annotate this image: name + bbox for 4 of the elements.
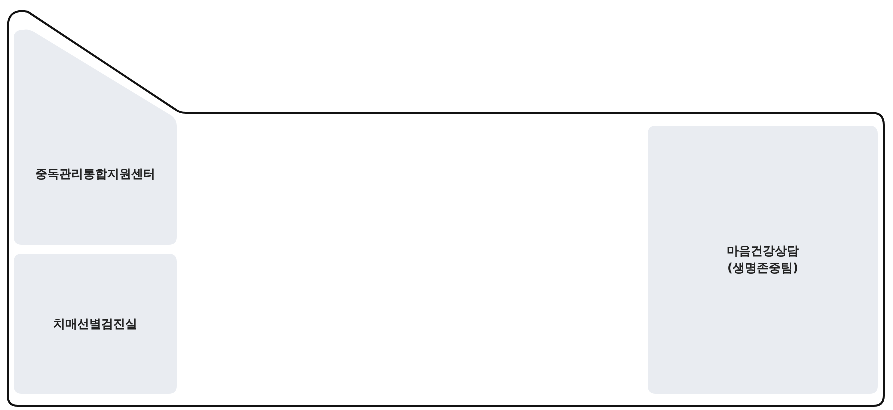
room-label: 중독관리통합지원센터: [36, 166, 156, 183]
room-label: 마음건강상담 (생명존중팀): [726, 243, 800, 277]
room-label: 치매선별검진실: [54, 316, 138, 333]
room: [14, 28, 177, 245]
